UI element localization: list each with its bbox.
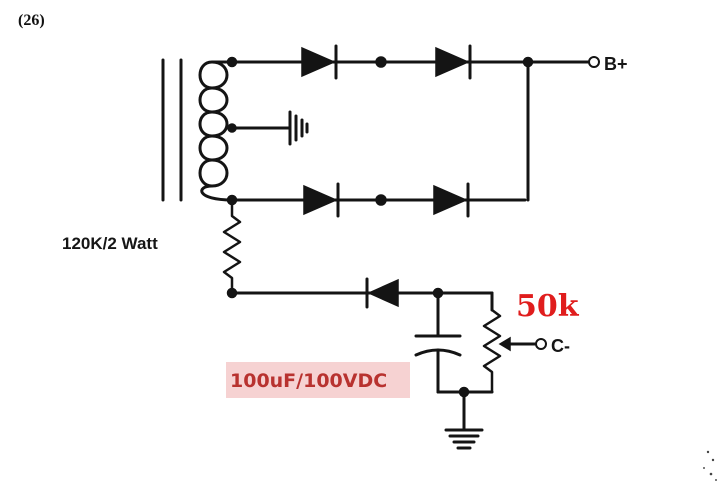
secondary-winding — [198, 60, 234, 202]
capacitor-label: 100uF/100VDC — [230, 370, 387, 392]
scan-noise — [703, 450, 717, 481]
b-plus-label: B+ — [604, 54, 628, 74]
capacitor-label-highlight — [226, 362, 410, 398]
potentiometer-50k — [482, 291, 538, 394]
ground-icon — [444, 390, 484, 450]
c-minus-terminal — [535, 338, 547, 350]
diode-bottom-2 — [433, 182, 470, 218]
c-minus-label: C- — [551, 336, 570, 356]
junction-dot — [226, 56, 238, 68]
b-plus-terminal — [588, 56, 600, 68]
diode-top-1 — [301, 44, 338, 80]
resistor-label: 120K/2 Watt — [62, 234, 158, 253]
capacitor-100uf — [414, 291, 462, 394]
resistor-120k — [222, 198, 242, 295]
diode-top-2 — [435, 44, 472, 80]
junction-dot — [375, 194, 387, 206]
junction-dot — [375, 56, 387, 68]
transformer — [161, 58, 234, 202]
junction-dot — [227, 123, 237, 133]
diode-bias — [365, 277, 399, 309]
figure-number: (26) — [18, 12, 45, 29]
center-tap-ground-icon — [230, 110, 309, 146]
junction-dot — [226, 287, 238, 299]
pot-value-label: 50k — [516, 289, 580, 324]
diode-bottom-1 — [303, 182, 340, 218]
junction-dot — [522, 56, 534, 68]
